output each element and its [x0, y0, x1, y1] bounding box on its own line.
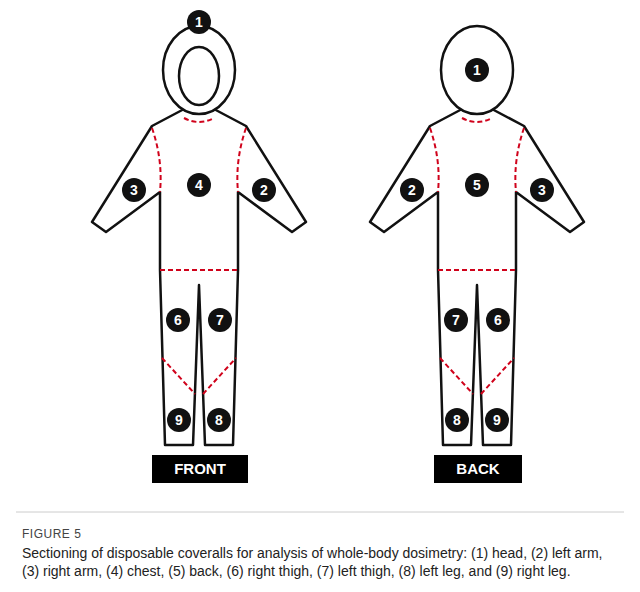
callout-number-text: 7: [444, 308, 468, 332]
callout-number: 1: [187, 10, 211, 34]
callout-number-text: 9: [485, 408, 509, 432]
back-coverall: [370, 26, 584, 445]
callout-number-text: 1: [187, 10, 211, 34]
view-label-box: FRONT: [152, 455, 248, 483]
callout-number: 8: [445, 408, 469, 432]
callout-number: 5: [465, 173, 489, 197]
callout-number: 2: [400, 178, 424, 202]
figure-caption: Sectioning of disposable coveralls for a…: [22, 544, 622, 580]
callout-number-text: 3: [122, 178, 146, 202]
callout-number: 9: [167, 408, 191, 432]
callout-number-text: 5: [465, 173, 489, 197]
callout-number-text: 8: [207, 408, 231, 432]
callout-number-text: 3: [530, 178, 554, 202]
callout-number: 1: [465, 58, 489, 82]
callout-number-text: 6: [486, 308, 510, 332]
callout-number-text: 1: [465, 58, 489, 82]
front-coverall: [92, 26, 306, 445]
callout-number: 6: [166, 308, 190, 332]
view-label-text: BACK: [434, 455, 522, 483]
caption-rule: [16, 512, 624, 513]
caption-block: FIGURE 5 Sectioning of disposable coveral…: [22, 526, 622, 580]
view-label-text: FRONT: [152, 455, 248, 483]
callout-number: 3: [530, 178, 554, 202]
callout-number-text: 2: [252, 178, 276, 202]
callout-number: 8: [207, 408, 231, 432]
callout-number-text: 2: [400, 178, 424, 202]
callout-number-text: 8: [445, 408, 469, 432]
callout-number-text: 9: [167, 408, 191, 432]
callout-number: 7: [444, 308, 468, 332]
callout-number: 7: [208, 308, 232, 332]
callout-number: 2: [252, 178, 276, 202]
callout-number: 3: [122, 178, 146, 202]
callout-number-text: 7: [208, 308, 232, 332]
callout-number: 6: [486, 308, 510, 332]
callout-number: 9: [485, 408, 509, 432]
callout-number-text: 6: [166, 308, 190, 332]
view-label-box: BACK: [434, 455, 522, 483]
callout-number-text: 4: [187, 173, 211, 197]
figure-number: FIGURE 5: [22, 526, 622, 542]
callout-number: 4: [187, 173, 211, 197]
